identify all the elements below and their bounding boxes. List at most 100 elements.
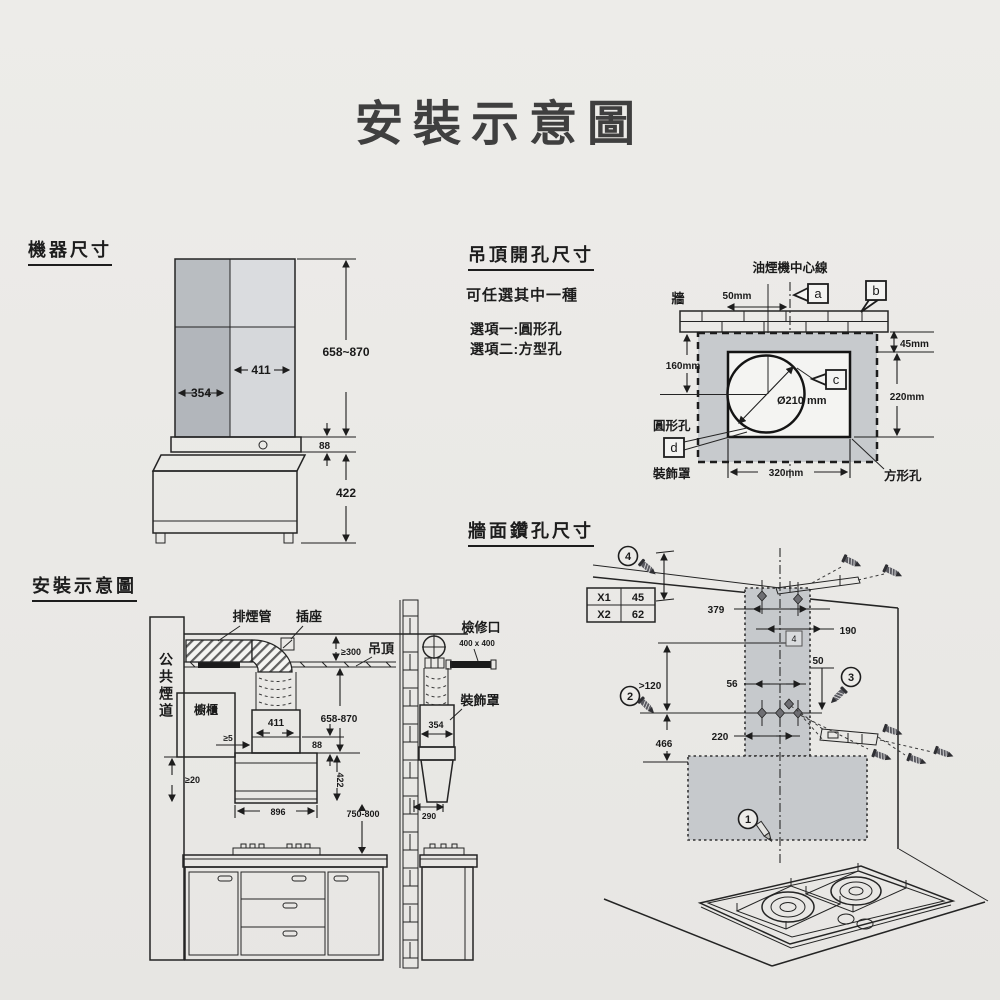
svg-text:220: 220 — [712, 732, 729, 743]
dim-x1-arrow — [655, 550, 675, 602]
decorative-cover-label-install: 裝飾罩 — [459, 693, 499, 708]
wall-cabinet: 櫥櫃 — [176, 692, 236, 758]
access-port-size: 400 x 400 — [459, 639, 495, 648]
wall-drilling-diagram: 4 X1 45 X2 62 — [586, 545, 989, 967]
decorative-cover-label: 裝飾罩 — [652, 466, 691, 481]
step-3-marker: 3 — [827, 666, 862, 707]
install-view-heading: 安裝示意圖 — [32, 572, 137, 602]
machine-dim-88: 88 — [301, 423, 356, 466]
step-4-marker: 4 — [617, 545, 659, 579]
round-hole-label: 圓形孔 — [653, 418, 691, 433]
floor-line-front — [771, 901, 986, 967]
ceiling-dim-220mm: 220mm — [854, 352, 934, 438]
top-mounting-bracket — [775, 553, 905, 595]
counter-side — [419, 843, 478, 961]
side-wall-brick-column — [399, 599, 419, 969]
access-port-group: 檢修口 400 x 400 — [445, 620, 501, 670]
socket-label: 插座 — [296, 609, 322, 624]
svg-text:≥5: ≥5 — [223, 733, 233, 743]
machine-dim-411: 411 — [233, 363, 291, 377]
socket-group: 插座 — [280, 609, 322, 651]
dim-88-install: 88 — [302, 724, 344, 766]
dim-379: 379 — [708, 605, 830, 616]
ceiling-dim-50mm: 50mm — [723, 291, 788, 311]
svg-text:≥300: ≥300 — [341, 647, 361, 657]
svg-text:4: 4 — [791, 634, 796, 644]
page-title: 安裝示意圖 — [354, 98, 645, 151]
ceiling-note: 可任選其中一種 — [466, 287, 579, 304]
dim-gap-ceiling: ≥300 — [332, 635, 361, 662]
svg-text:4: 4 — [625, 551, 632, 563]
access-port-bar — [450, 661, 491, 668]
hood-body-front — [234, 752, 318, 804]
public-flue-label: 公共煙道 — [158, 652, 174, 720]
svg-text:88: 88 — [312, 740, 322, 750]
machine-dimensions-heading: 機器尺寸 — [28, 236, 112, 266]
chimney-silhouette — [744, 587, 811, 757]
dim-50: 50 — [810, 656, 834, 711]
range-hood-front-drawing — [151, 258, 307, 544]
svg-text:160mm: 160mm — [666, 361, 701, 372]
svg-text:896: 896 — [270, 807, 285, 817]
wall-label: 牆 — [671, 291, 684, 306]
brick-wall-strip — [679, 310, 889, 333]
machine-dim-422: 422 — [301, 453, 356, 544]
screw-icon — [840, 553, 864, 571]
dim-466: 466 — [643, 713, 688, 763]
cooktop-front — [232, 843, 321, 856]
table-x1-label: X1 — [597, 592, 610, 604]
step-2-marker: 2 — [619, 685, 658, 717]
svg-text:50mm: 50mm — [723, 291, 752, 302]
ceiling-dim-320mm: 320mm — [727, 439, 851, 479]
suspended-ceiling-label: 吊頂 — [368, 641, 395, 656]
stove-knob — [856, 918, 874, 930]
hood-silhouette — [687, 755, 868, 841]
svg-text:354: 354 — [191, 386, 211, 400]
floor-line-left — [603, 898, 773, 967]
duct-head-side — [422, 634, 446, 669]
svg-text:1: 1 — [745, 814, 751, 826]
svg-text:658~870: 658~870 — [322, 345, 369, 359]
stove-knob — [837, 913, 855, 925]
exhaust-pipe-label: 排煙管 — [232, 609, 271, 624]
table-x2-value: 62 — [632, 609, 644, 621]
chimney-flex-duct — [255, 672, 297, 710]
screw-icon — [827, 685, 849, 707]
svg-text:422: 422 — [335, 772, 345, 787]
ceiling-dim-160mm: 160mm — [660, 333, 766, 395]
floor-line-right — [898, 848, 989, 902]
svg-text:50: 50 — [812, 656, 824, 667]
ceiling-option-1: 選項一:圓形孔 — [470, 321, 563, 337]
screw-icon — [637, 557, 659, 579]
ceiling-option-2: 選項二:方型孔 — [470, 341, 563, 357]
gas-cooktop — [697, 863, 956, 949]
dim-56: 56 — [726, 679, 806, 690]
svg-text:411: 411 — [268, 718, 285, 729]
x-dimension-table: X1 45 X2 62 — [586, 587, 656, 623]
svg-text:Ø210 mm: Ø210 mm — [777, 395, 827, 407]
chimney-cover-front: 411 — [251, 709, 301, 754]
svg-text:3: 3 — [848, 672, 854, 684]
step-1-marker: 1 — [737, 808, 775, 844]
callout-c: c — [796, 367, 847, 390]
dim-bottom-gap: ≥20 — [164, 756, 200, 803]
socket-icon — [280, 637, 295, 651]
lower-mounting-bracket — [790, 705, 956, 768]
suspended-ceiling-label-group: 吊頂 — [355, 641, 395, 667]
callout-d: d — [663, 427, 748, 458]
drawer-handle — [282, 902, 298, 909]
screw-icon — [932, 745, 956, 761]
svg-text:354: 354 — [428, 720, 443, 730]
svg-text:c: c — [833, 372, 840, 387]
hood-side-profile — [418, 746, 456, 803]
ceiling-hole-diagram: 油煙機中心線 牆 50mm a b 45mm — [652, 260, 934, 483]
svg-text:290: 290 — [422, 811, 436, 821]
ceiling-hole-heading: 吊頂開孔尺寸 — [468, 241, 594, 271]
dim-hood-height: 750-800 — [346, 804, 380, 854]
access-port-label: 檢修口 — [461, 620, 500, 635]
svg-text:56: 56 — [726, 679, 738, 690]
dim-side-gap: ≥5 — [216, 733, 251, 749]
square-hole-label-group: 方形孔 — [851, 438, 922, 483]
svg-text:≥20: ≥20 — [185, 775, 200, 785]
